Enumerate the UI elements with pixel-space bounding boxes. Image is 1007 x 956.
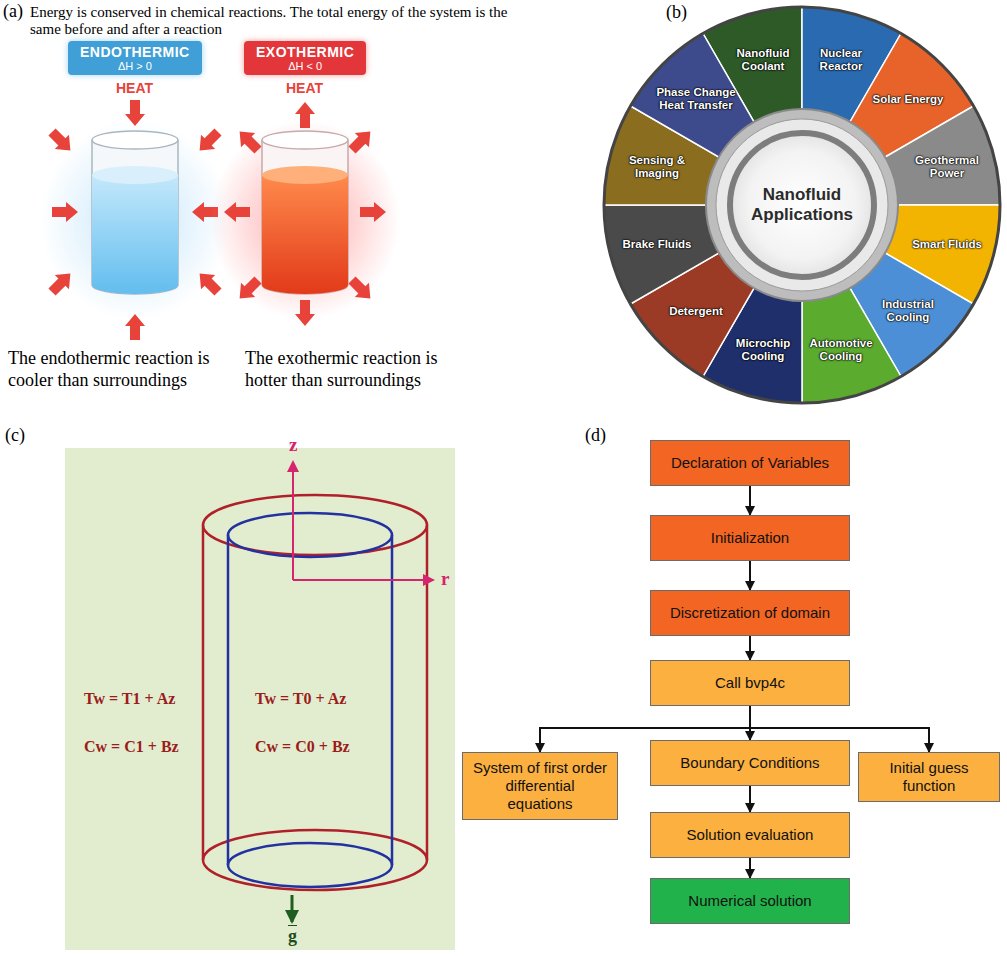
segment-label: Smart Fluids xyxy=(905,238,989,251)
segment-label: Microchip Cooling xyxy=(721,337,805,362)
process-box: Call bvp4c xyxy=(650,660,850,706)
process-box: Boundary Conditions xyxy=(650,740,850,786)
center-circle: Nanofluid Applications xyxy=(727,130,877,280)
node-text: Solution evaluation xyxy=(687,826,814,844)
segment-label: Industrial Cooling xyxy=(866,298,950,323)
coordinate-axes xyxy=(293,462,433,580)
boundary-equation: Cw = C0 + Bz xyxy=(255,738,350,756)
panel-label: (a) xyxy=(3,1,23,22)
node-text: Numerical solution xyxy=(688,892,811,910)
application-wheel xyxy=(604,7,1000,403)
panel-label: (b) xyxy=(666,2,687,23)
process-box: Discretization of domain xyxy=(650,590,850,636)
panel-label: (c) xyxy=(5,425,25,446)
node-text: Initial guess function xyxy=(867,759,991,795)
wheel-rim xyxy=(604,7,1000,403)
flow-arrow xyxy=(749,636,751,660)
node-text: Discretization of domain xyxy=(670,604,830,622)
gravity-arrow xyxy=(291,895,294,922)
flow-arrow xyxy=(749,858,751,878)
heading-note: Energy is conserved in chemical reaction… xyxy=(30,4,510,39)
segment-label: Nanofluid Coolant xyxy=(721,47,805,72)
node-text: EXOTHERMIC xyxy=(256,44,354,60)
gravity-label: g xyxy=(288,926,297,947)
exothermic-heat-arrows xyxy=(224,102,386,326)
segment-label: Nuclear Reactor xyxy=(799,47,883,72)
node-text: System of first order differential equat… xyxy=(471,759,609,813)
node-text: Call bvp4c xyxy=(715,674,785,692)
caption-text: The exothermic reaction is hotter than s… xyxy=(245,348,475,391)
node-text: ΔH > 0 xyxy=(118,60,152,72)
segment-label: Brake Fluids xyxy=(615,238,699,251)
flow-arrow xyxy=(749,561,751,590)
node-text: Initialization xyxy=(711,529,789,547)
segment-label: Geothermal Power xyxy=(905,154,989,179)
boundary-equation: Cw = C1 + Bz xyxy=(84,738,179,756)
panel-background xyxy=(65,448,455,950)
axis-label: r xyxy=(441,568,449,590)
exothermic-badge: EXOTHERMICΔH < 0 xyxy=(244,41,366,75)
segment-label: Automotive Cooling xyxy=(799,337,883,362)
segment-label: Phase Change Heat Transfer xyxy=(654,86,738,111)
outer-cylinder xyxy=(203,495,427,890)
node-text: Boundary Conditions xyxy=(680,754,819,772)
process-box: Initial guess function xyxy=(858,752,1000,802)
process-box: Initialization xyxy=(650,515,850,561)
segment-label: Detergent xyxy=(654,305,738,318)
axis-label: z xyxy=(289,434,297,456)
process-box: Declaration of Variables xyxy=(650,440,850,486)
hub-inner-ring xyxy=(716,119,888,291)
process-box: System of first order differential equat… xyxy=(462,752,618,820)
node-text: Nanofluid Applications xyxy=(743,185,861,226)
boundary-equation: Tw = T1 + Az xyxy=(84,690,175,708)
node-text: ΔH < 0 xyxy=(288,60,322,72)
exothermic-beaker xyxy=(210,120,400,320)
heat-label: HEAT xyxy=(286,80,323,96)
endothermic-beaker xyxy=(40,120,230,320)
segment-label: Solar Energy xyxy=(866,93,950,106)
flow-arrow xyxy=(749,486,751,515)
panel-label: (d) xyxy=(585,425,606,446)
segment-label: Sensing & Imaging xyxy=(615,154,699,179)
node-text: Declaration of Variables xyxy=(671,454,829,472)
endothermic-heat-arrows xyxy=(45,100,225,340)
process-box: Solution evaluation xyxy=(650,812,850,858)
flow-arrow xyxy=(749,786,751,812)
caption-text: The endothermic reaction is cooler than … xyxy=(8,348,236,391)
boundary-equation: Tw = T0 + Az xyxy=(255,690,346,708)
heat-label: HEAT xyxy=(116,80,153,96)
hub-ring xyxy=(706,109,898,301)
endothermic-badge: ENDOTHERMICΔH > 0 xyxy=(68,41,202,75)
node-text: ENDOTHERMIC xyxy=(80,44,190,60)
inner-cylinder xyxy=(228,513,392,887)
terminal-box: Numerical solution xyxy=(650,878,850,924)
